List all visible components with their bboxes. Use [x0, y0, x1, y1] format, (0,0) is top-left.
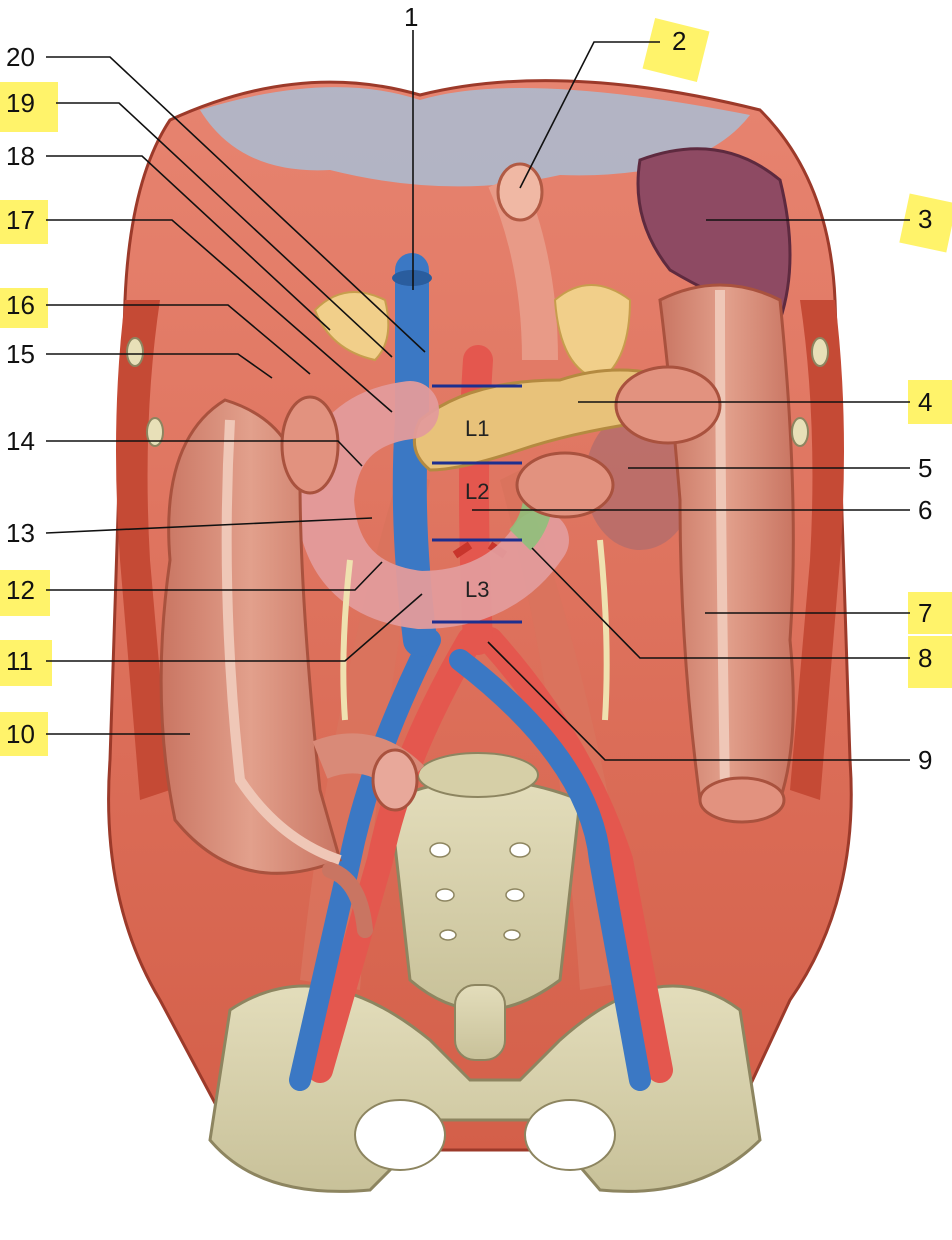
leader-2	[519, 41, 660, 189]
adrenal-gland-right	[313, 291, 390, 362]
leader-lines	[45, 30, 910, 761]
label-13: 13	[6, 518, 35, 548]
lateral-wall-right	[116, 300, 170, 800]
label-6: 6	[918, 495, 932, 525]
ureter-left	[597, 539, 610, 721]
rib-ends	[126, 337, 829, 447]
transverse-colon-stump-left	[614, 365, 722, 445]
lateral-wall-left	[790, 300, 844, 800]
label-7: 7	[918, 598, 932, 628]
label-9: 9	[918, 745, 932, 775]
obturator-foramen-left	[524, 1099, 616, 1171]
obturator-foramen-right	[354, 1099, 446, 1171]
leader-18	[46, 155, 331, 331]
label-3: 3	[918, 204, 932, 234]
label-15: 15	[6, 339, 35, 369]
transverse-colon-stump-right	[280, 395, 340, 495]
label-8: 8	[918, 643, 932, 673]
leader-14	[46, 440, 363, 467]
l5-vertebral-body	[417, 752, 539, 798]
sacral-foramina	[429, 842, 531, 941]
level-label-l2: L2	[465, 479, 489, 504]
label-1: 1	[404, 2, 418, 32]
ileum-cut-end	[371, 748, 419, 812]
leader-20	[46, 56, 426, 353]
coccyx	[454, 984, 506, 1061]
level-label-l3: L3	[465, 577, 489, 602]
highlight-notes	[0, 17, 952, 756]
sacrum	[388, 778, 582, 1012]
label-17: 17	[6, 205, 35, 235]
level-label-l1: L1	[465, 416, 489, 441]
leader-19	[56, 102, 393, 358]
label-11: 11	[6, 646, 33, 676]
leader-13	[45, 517, 373, 534]
label-16: 16	[6, 290, 35, 320]
appendix	[322, 862, 373, 938]
diaphragm-central-tendon	[200, 87, 750, 187]
label-2: 2	[672, 26, 686, 56]
leader-8	[531, 547, 910, 659]
taenia-coli-left	[715, 289, 730, 791]
leader-15	[46, 353, 273, 379]
ivc-opening	[392, 270, 432, 286]
esophageal-opening	[496, 162, 544, 222]
label-10: 10	[6, 719, 35, 749]
duodenojejunal-stump	[515, 451, 615, 519]
label-19: 19	[6, 88, 35, 118]
label-14: 14	[6, 426, 35, 456]
label-18: 18	[6, 141, 35, 171]
common-iliac-vein-left	[449, 649, 651, 1091]
ureter-right	[340, 559, 353, 721]
label-20: 20	[6, 42, 35, 72]
leader-12	[46, 561, 383, 591]
label-5: 5	[918, 453, 932, 483]
leader-11	[46, 593, 423, 662]
leader-17	[46, 219, 393, 413]
taenia-coli-right	[221, 419, 342, 865]
leader-16	[46, 304, 311, 375]
adrenal-gland-left	[553, 284, 632, 382]
leader-9	[487, 641, 910, 761]
label-12: 12	[6, 575, 35, 605]
descending-colon-stump	[698, 776, 786, 824]
label-4: 4	[918, 387, 932, 417]
kidney-left	[585, 410, 695, 550]
